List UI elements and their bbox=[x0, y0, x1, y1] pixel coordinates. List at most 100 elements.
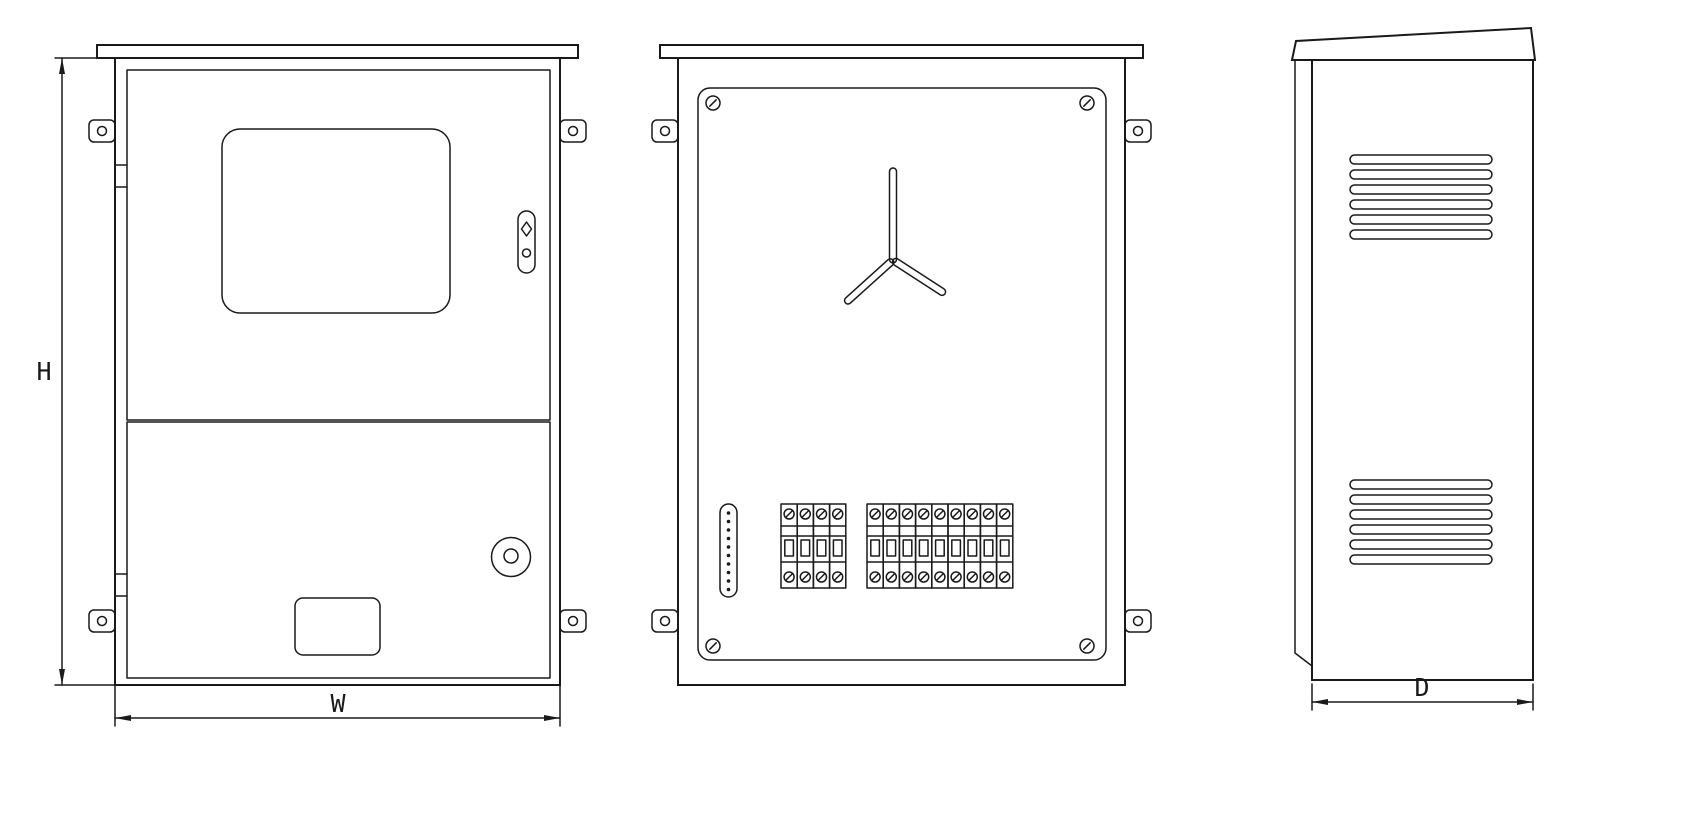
breaker-pole bbox=[931, 503, 949, 589]
terminal-dot bbox=[726, 519, 731, 524]
terminal-dot bbox=[726, 553, 731, 558]
terminal-dot bbox=[726, 511, 731, 515]
breaker-top-screw bbox=[998, 508, 1011, 520]
breaker-pole bbox=[866, 503, 884, 589]
wind-vane-left-leg bbox=[843, 258, 895, 305]
front-upper-door bbox=[126, 69, 551, 421]
breaker-toggle bbox=[902, 539, 913, 557]
internal-roof-cap bbox=[659, 44, 1144, 59]
breaker-bottom-screw bbox=[831, 571, 844, 583]
mounting-ear bbox=[88, 119, 116, 143]
lock-cylinder bbox=[503, 548, 519, 564]
panel-screw bbox=[705, 638, 721, 654]
breaker-pole bbox=[979, 503, 998, 589]
lower-louvers bbox=[1349, 479, 1493, 565]
louver-slat bbox=[1349, 539, 1493, 550]
breaker-bottom-screw bbox=[799, 571, 812, 583]
breaker-toggle bbox=[918, 539, 929, 557]
terminal-dot bbox=[726, 587, 731, 592]
breaker-bottom-screw bbox=[901, 571, 914, 583]
breaker-bottom-screw bbox=[998, 571, 1011, 583]
breaker-pole bbox=[882, 503, 901, 589]
breaker-bottom-screw bbox=[815, 571, 828, 583]
breaker-pole bbox=[963, 503, 982, 589]
louver-slat bbox=[1349, 229, 1493, 240]
door-latch-body bbox=[517, 210, 536, 274]
front-view bbox=[96, 44, 579, 686]
side-door-edge bbox=[1294, 59, 1313, 667]
breaker-toggle bbox=[951, 539, 962, 557]
terminal-dot bbox=[726, 579, 731, 583]
width-dimension: W bbox=[114, 684, 561, 727]
height-label: H bbox=[36, 357, 51, 386]
mounting-panel bbox=[697, 87, 1107, 661]
terminal-dot bbox=[726, 545, 731, 549]
mounting-ear bbox=[651, 119, 679, 143]
breaker-bottom-screw bbox=[783, 571, 795, 583]
meter-window bbox=[221, 128, 451, 314]
louver-slat bbox=[1349, 169, 1493, 180]
mounting-ear bbox=[1124, 119, 1152, 143]
breaker-toggle bbox=[784, 539, 795, 557]
breaker-bottom-screw bbox=[869, 571, 881, 583]
breaker-group bbox=[780, 503, 847, 589]
ear-bolt-hole bbox=[659, 615, 671, 627]
breaker-pole bbox=[812, 503, 831, 589]
breaker-bottom-screw bbox=[950, 571, 962, 583]
breaker-top-screw bbox=[917, 508, 930, 520]
breaker-pole bbox=[828, 503, 847, 589]
ear-bolt-hole bbox=[567, 125, 579, 137]
height-dimension: H bbox=[36, 57, 116, 686]
internal-body bbox=[677, 57, 1126, 686]
panel-screw bbox=[705, 95, 721, 111]
side-roof-cap bbox=[1290, 26, 1537, 61]
breaker-bottom-screw bbox=[885, 571, 898, 583]
breaker-top-screw bbox=[885, 508, 898, 520]
ear-bolt-hole bbox=[96, 615, 108, 627]
louver-slat bbox=[1349, 494, 1493, 505]
breaker-top-screw bbox=[901, 508, 914, 520]
mounting-ear bbox=[1124, 609, 1152, 633]
panel-screws bbox=[705, 95, 1095, 654]
breaker-toggle bbox=[999, 539, 1010, 557]
depth-dimension: D bbox=[1311, 673, 1534, 711]
terminal-strip bbox=[719, 503, 738, 598]
hinge-marks bbox=[114, 164, 128, 597]
louver-slat bbox=[1349, 184, 1493, 195]
terminal-strip-body bbox=[719, 503, 738, 598]
ear-bolt-hole bbox=[1132, 615, 1144, 627]
panel-screw bbox=[1079, 638, 1095, 654]
front-body bbox=[114, 57, 561, 686]
louver-slat bbox=[1349, 154, 1493, 165]
breaker-top-screw bbox=[799, 508, 812, 520]
side-view bbox=[1290, 26, 1537, 681]
louver-slat bbox=[1349, 524, 1493, 535]
breaker-bottom-screw bbox=[982, 571, 995, 583]
breaker-pole bbox=[796, 503, 815, 589]
breaker-toggle bbox=[816, 539, 827, 557]
terminal-dot bbox=[726, 536, 731, 541]
terminal-dot bbox=[726, 528, 731, 532]
louver-slat bbox=[1349, 554, 1493, 565]
side-body bbox=[1311, 59, 1534, 681]
width-label: W bbox=[330, 689, 346, 718]
breaker-top-screw bbox=[783, 508, 795, 520]
breaker-toggle bbox=[832, 539, 843, 557]
breaker-top-screw bbox=[966, 508, 979, 520]
louver-slat bbox=[1349, 509, 1493, 520]
ear-bolt-hole bbox=[1132, 125, 1144, 137]
ear-bolt-hole bbox=[96, 125, 108, 137]
mounting-ear bbox=[88, 609, 116, 633]
mounting-ear bbox=[651, 609, 679, 633]
front-lower-door bbox=[126, 421, 551, 679]
breaker-top-screw bbox=[950, 508, 962, 520]
breaker-pole bbox=[780, 503, 798, 589]
panel-screw bbox=[1079, 95, 1095, 111]
terminal-dot bbox=[726, 562, 731, 566]
breaker-top-screw bbox=[815, 508, 828, 520]
breaker-pole bbox=[914, 503, 933, 589]
louver-slat bbox=[1349, 199, 1493, 210]
upper-louvers bbox=[1349, 154, 1493, 240]
